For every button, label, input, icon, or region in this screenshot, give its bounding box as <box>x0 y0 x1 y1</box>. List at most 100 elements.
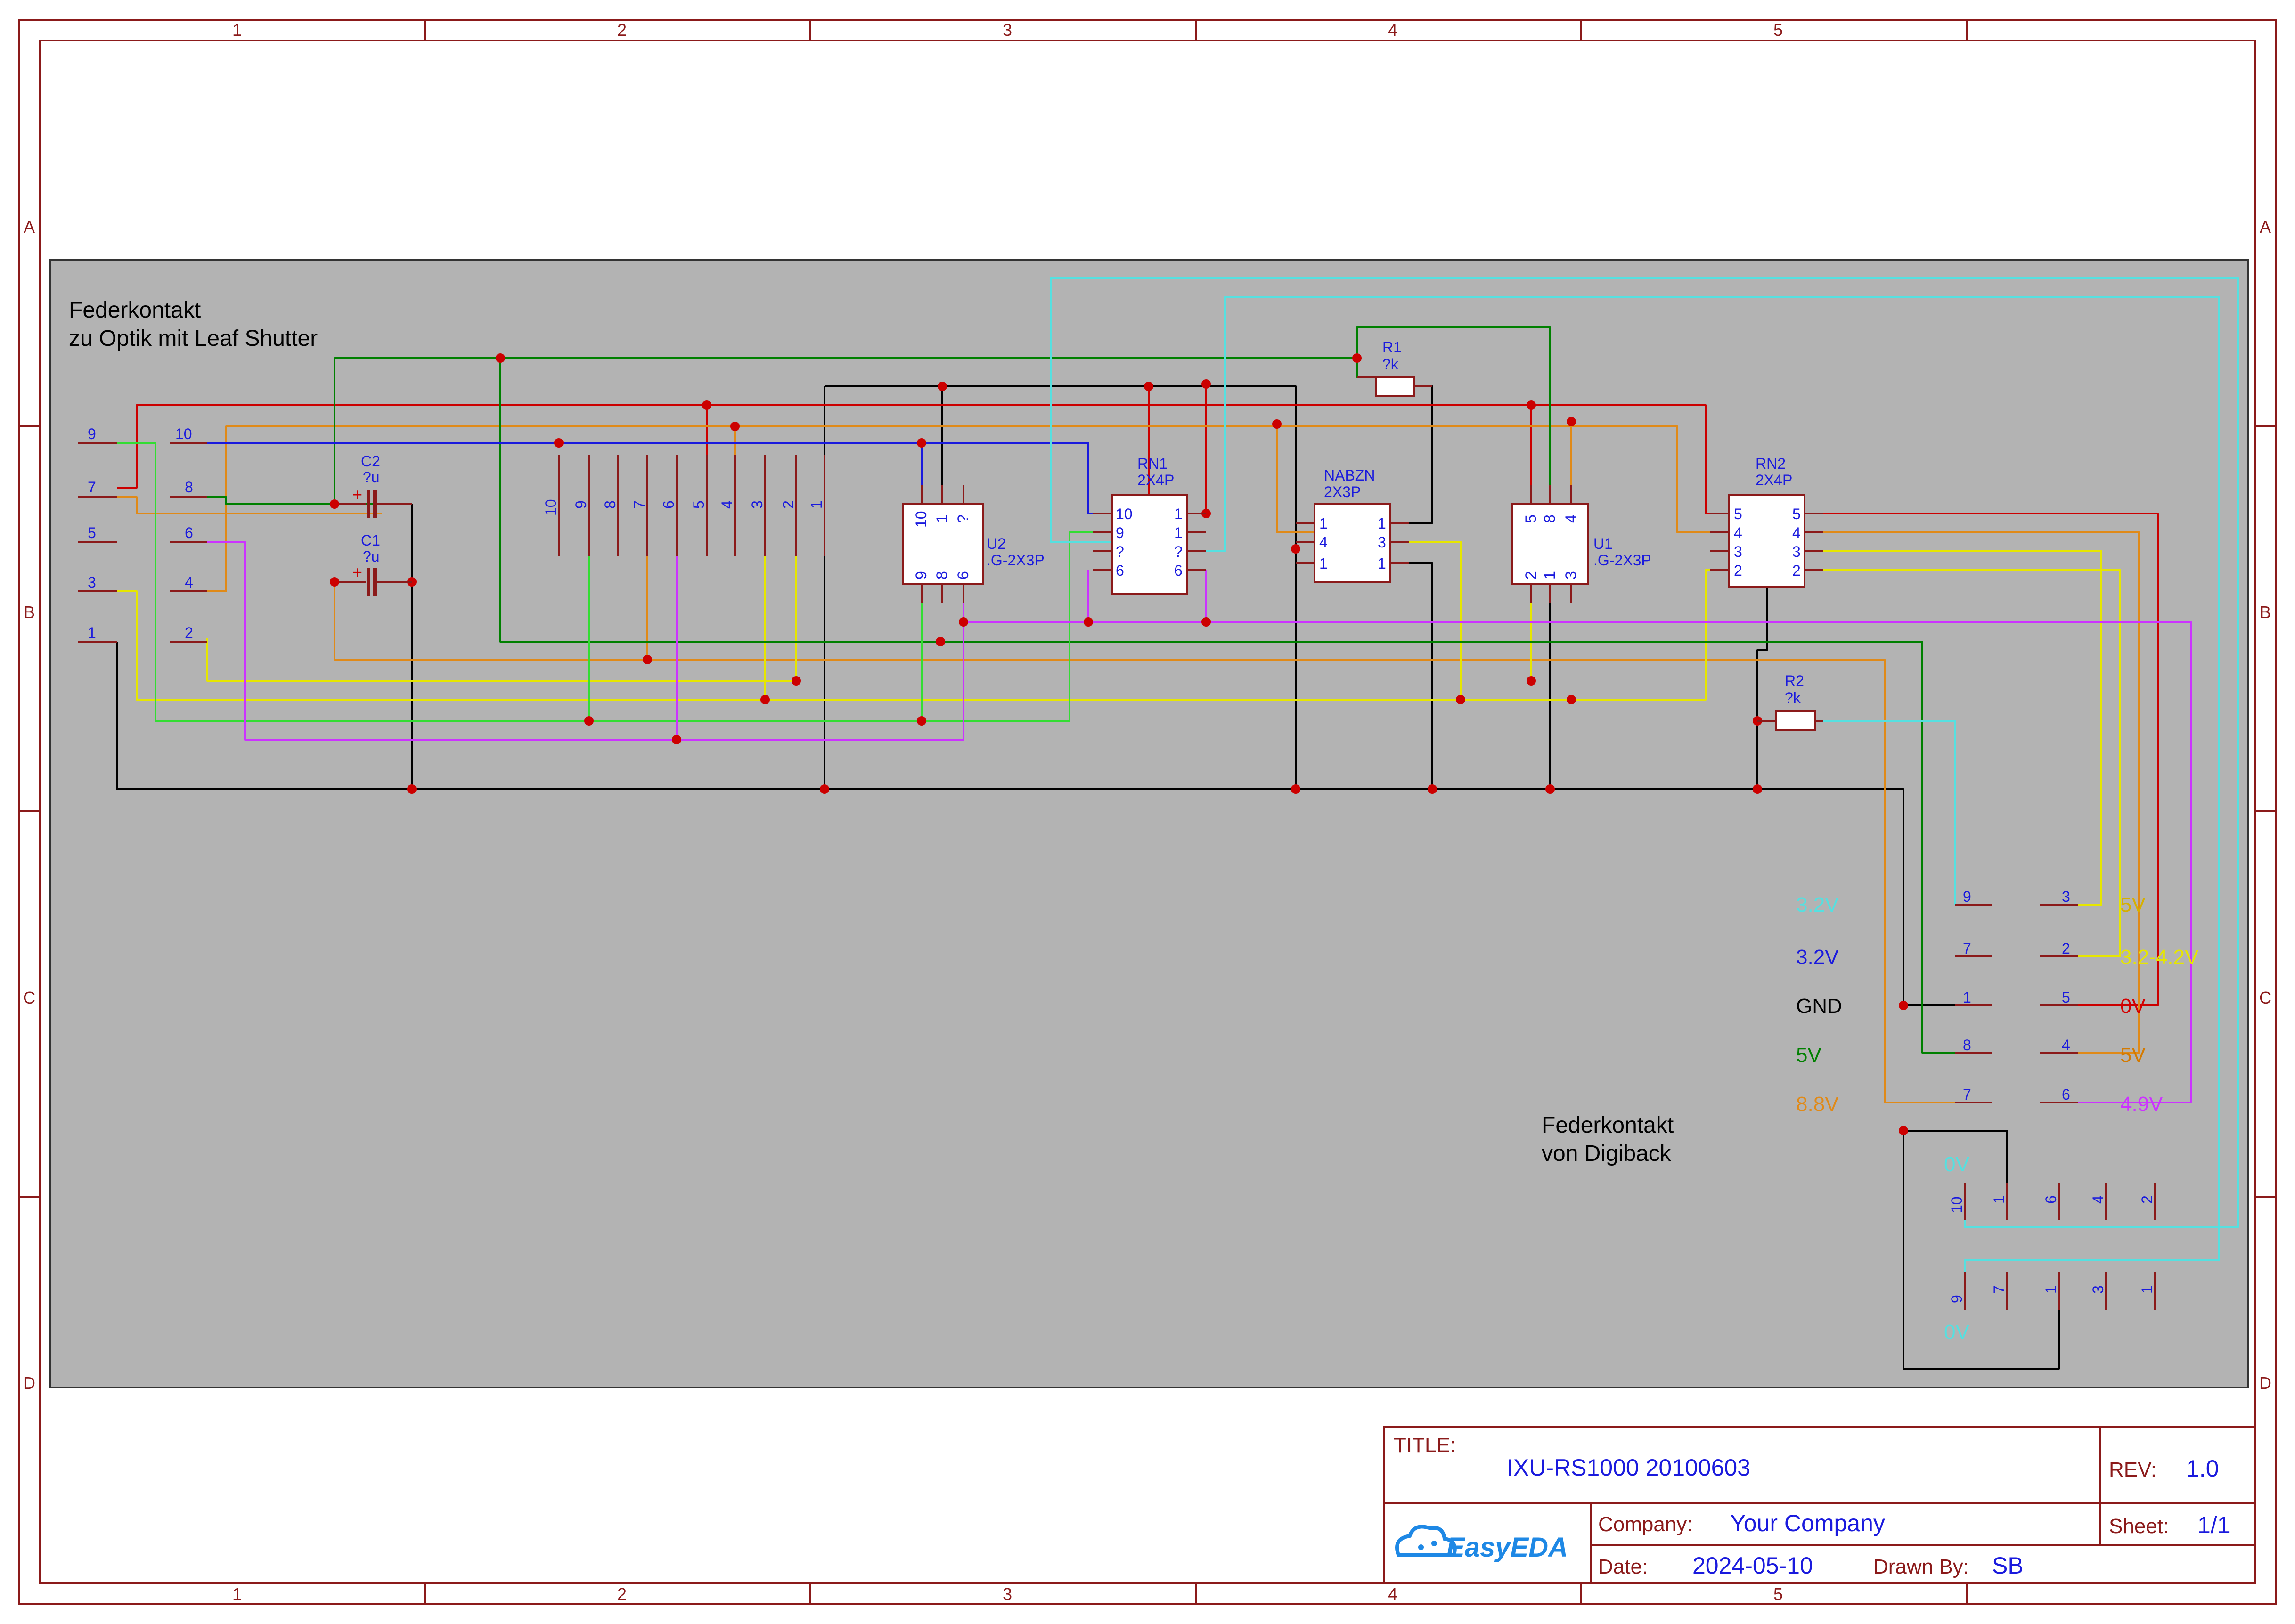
svg-text:?: ? <box>1174 543 1183 560</box>
svg-text:5: 5 <box>1734 506 1742 522</box>
svg-text:10: 10 <box>175 425 192 442</box>
svg-text:1: 1 <box>2042 1285 2059 1294</box>
digiback-pin: 5 <box>2040 989 2078 1006</box>
voltage-label: 5V <box>2120 1044 2146 1067</box>
svg-text:NABZN: NABZN <box>1324 467 1375 484</box>
digiback-pin: 1 <box>2042 1272 2060 1310</box>
svg-text:3: 3 <box>1792 543 1801 560</box>
column-label: 4 <box>1388 20 1397 40</box>
digiback-pin: 2 <box>2139 1183 2156 1220</box>
header-pin: 2 <box>780 455 797 556</box>
svg-text:6: 6 <box>660 500 677 509</box>
svg-text:RN1: RN1 <box>1137 455 1168 472</box>
column-label: 1 <box>232 1584 242 1604</box>
svg-text:4: 4 <box>185 574 193 591</box>
svg-text:?u: ?u <box>363 548 380 565</box>
digiback-pin: 9 <box>1948 1272 1966 1310</box>
wire-green <box>1356 326 1551 511</box>
optik-left-pin: 1 <box>78 624 117 643</box>
svg-text:U2: U2 <box>987 535 1006 552</box>
voltage-labels-left: 3.2V 3.2V GND 5V 8.8V <box>1796 893 1842 1116</box>
wire-green <box>499 358 1955 1054</box>
optik-note-line1: Federkontakt <box>69 298 201 323</box>
wire-cyan <box>1050 277 2239 1228</box>
optik-right-pin: 4 <box>170 574 207 592</box>
svg-text:1: 1 <box>1174 506 1183 522</box>
svg-text:10: 10 <box>1116 506 1133 522</box>
wire-orange <box>207 425 1729 592</box>
wire-cyan <box>1187 296 2220 1272</box>
digiback-pin: 1 <box>2139 1272 2156 1310</box>
capacitor-c2: C2 ?u + <box>339 453 412 518</box>
wire-gnd <box>1903 1131 2060 1370</box>
wire-gnd <box>1903 1130 2008 1197</box>
wire-yellow <box>206 549 797 682</box>
wire-gnd <box>116 642 1955 1006</box>
svg-text:2: 2 <box>1792 562 1801 579</box>
digiback-note-line2: von Digiback <box>1542 1141 1672 1166</box>
svg-text:9: 9 <box>1116 524 1124 541</box>
voltage-label: 3.2V <box>1796 893 1839 916</box>
wire-red <box>117 404 1729 514</box>
ic-u2: 10 1 ? 9 8 6 U2 .G-2X3P <box>902 485 1045 603</box>
svg-text:?k: ?k <box>1785 689 1801 706</box>
svg-text:2: 2 <box>185 624 193 641</box>
header-pins: 10 9 8 7 6 5 4 3 2 1 <box>542 455 825 556</box>
header-pin: 10 <box>542 455 560 556</box>
column-label: 5 <box>1773 1584 1783 1604</box>
drawn-by-label: Drawn By: <box>1873 1555 1969 1578</box>
wire-orange <box>117 496 382 514</box>
voltage-label: 0V <box>1944 1153 1969 1176</box>
wire-yellow <box>1390 541 1462 700</box>
svg-text:6: 6 <box>955 571 972 579</box>
wire-cyan <box>1819 720 1956 905</box>
optik-right-pin: 8 <box>170 479 207 498</box>
row-label: C <box>23 988 35 1007</box>
company-value: Your Company <box>1730 1510 1885 1536</box>
frame-row-labels-left: A B C D <box>23 217 35 1393</box>
svg-text:5: 5 <box>690 500 707 509</box>
title-value: IXU-RS1000 20100603 <box>1507 1454 1750 1481</box>
voltage-label: GND <box>1796 995 1842 1018</box>
digiback-pin: 4 <box>2090 1183 2107 1220</box>
svg-text:1: 1 <box>1991 1195 2008 1204</box>
digiback-pin: 4 <box>2040 1036 2078 1054</box>
svg-text:4: 4 <box>1319 534 1328 551</box>
connector-nabzn: NABZN 2X3P 1 4 1 1 3 1 <box>1296 467 1409 583</box>
svg-text:?: ? <box>1116 543 1124 560</box>
wire-orange <box>334 579 1955 1103</box>
frame-row-labels-right: A B C D <box>2259 217 2271 1393</box>
svg-text:7: 7 <box>1963 940 1971 957</box>
svg-text:2: 2 <box>2139 1195 2156 1204</box>
row-label: B <box>2260 603 2271 622</box>
digiback-pin: 2 <box>2040 940 2078 957</box>
digiback-pin: 9 <box>1955 888 1992 906</box>
svg-text:4: 4 <box>1792 524 1801 541</box>
svg-text:2: 2 <box>1734 562 1742 579</box>
header-pin: 7 <box>631 455 648 556</box>
svg-text:?k: ?k <box>1382 356 1399 373</box>
svg-text:7: 7 <box>631 500 648 509</box>
digiback-pin: 1 <box>1955 989 1992 1006</box>
drawing-frame <box>18 19 2277 1605</box>
digiback-pin: 10 <box>1948 1183 1966 1220</box>
svg-text:3: 3 <box>88 574 96 591</box>
column-label: 1 <box>232 20 242 40</box>
digiback-pin: 6 <box>2040 1086 2078 1103</box>
resistor-r1: R1 ?k <box>1357 339 1432 397</box>
svg-text:4: 4 <box>2090 1195 2107 1204</box>
svg-text:RN2: RN2 <box>1756 455 1786 472</box>
wire-orange <box>1276 424 1315 533</box>
svg-text:6: 6 <box>185 524 193 541</box>
company-label: Company: <box>1598 1513 1693 1536</box>
svg-text:2: 2 <box>2062 940 2070 957</box>
wire-gnd <box>825 385 1297 789</box>
resistor-network-rn2: RN2 2X4P 5 4 3 2 5 4 3 2 <box>1710 455 1823 588</box>
svg-text:1: 1 <box>1963 989 1971 1006</box>
voltage-label: 0V <box>2120 995 2146 1018</box>
digiback-connector: 3.2V 3.2V GND 5V 8.8V 9 7 1 8 7 3 2 5 4 … <box>1796 888 2199 1344</box>
svg-text:8: 8 <box>602 500 619 509</box>
svg-text:5: 5 <box>2062 989 2070 1006</box>
header-pin: 9 <box>572 455 590 556</box>
svg-text:10: 10 <box>1948 1196 1965 1213</box>
